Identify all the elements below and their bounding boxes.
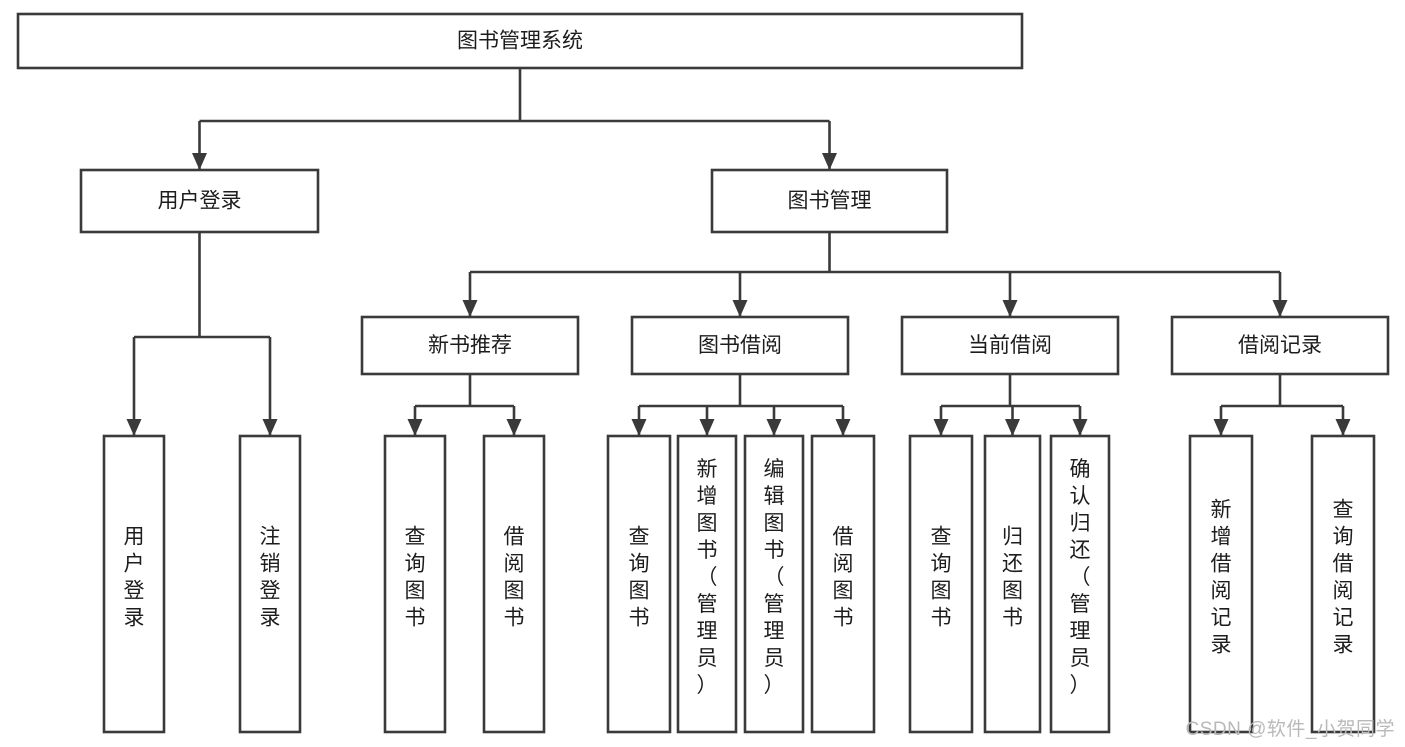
node-box [743,434,805,734]
node-leaf-new-book-1[interactable]: 借阅图书 [482,434,546,734]
arrow-head-icon [407,419,423,436]
node-label: 查询图书 [405,526,426,630]
arrow-head-icon [822,153,837,170]
arrow-head-icon [262,419,278,436]
node-box [360,315,580,376]
node-label: 图书管理系统 [457,30,583,53]
node-leaf-borrow-3[interactable]: 借阅图书 [810,434,876,734]
node-label: 查询图书 [931,526,952,630]
node-label: 借阅图书 [833,526,854,630]
watermark-text: CSDN @软件_小贺同学 [1185,719,1395,740]
node-layer: 图书管理系统用户登录图书管理新书推荐图书借阅当前借阅借阅记录用户登录注销登录查询… [16,12,1390,734]
node-leaf-current-1[interactable]: 归还图书 [983,434,1042,734]
node-box [16,12,1024,70]
node-level3-2[interactable]: 当前借阅 [900,315,1120,376]
arrow-head-icon [1005,419,1020,436]
arrow-head-icon [933,419,949,436]
node-label: 查询图书 [629,526,650,630]
arrow-head-icon [126,419,142,436]
arrow-head-icon [1072,419,1088,436]
node-level3-1[interactable]: 图书借阅 [630,315,850,376]
connector-layer [126,68,1351,436]
node-box [482,434,546,734]
node-box [1188,434,1254,734]
arrow-head-icon [506,419,522,436]
node-label: 图书借阅 [698,334,782,357]
node-level3-3[interactable]: 借阅记录 [1170,315,1390,376]
arrow-head-icon [835,419,851,436]
node-box [79,168,320,234]
node-label: 新增图书（管理员） [697,458,718,697]
node-leaf-current-0[interactable]: 查询图书 [908,434,974,734]
node-root-book-management-system[interactable]: 图书管理系统 [16,12,1024,70]
node-label: 用户登录 [158,190,242,213]
node-label: 确认归还（管理员） [1070,458,1091,697]
arrow-head-icon [766,419,782,436]
node-box [606,434,672,734]
node-box [238,434,302,734]
node-label: 查询借阅记录 [1333,499,1354,657]
node-box [900,315,1120,376]
arrow-head-icon [1213,419,1229,436]
arrow-head-icon [732,300,748,317]
node-label: 新增借阅记录 [1211,499,1232,657]
node-level3-0[interactable]: 新书推荐 [360,315,580,376]
node-box [1310,434,1376,734]
node-box [1049,434,1111,734]
node-leaf-new-book-0[interactable]: 查询图书 [383,434,447,734]
node-box [630,315,850,376]
arrow-head-icon [631,419,647,436]
node-box [908,434,974,734]
arrow-head-icon [462,300,478,317]
node-box [810,434,876,734]
node-label: 当前借阅 [968,334,1052,357]
arrow-head-icon [192,153,207,170]
node-label: 新书推荐 [428,334,512,357]
node-leaf-user-login-1[interactable]: 注销登录 [238,434,302,734]
node-box [383,434,447,734]
node-label: 编辑图书（管理员） [764,458,785,697]
arrow-head-icon [1335,419,1351,436]
node-label: 注销登录 [260,526,281,630]
node-leaf-user-login-0[interactable]: 用户登录 [102,434,166,734]
node-leaf-record-0[interactable]: 新增借阅记录 [1188,434,1254,734]
node-box [983,434,1042,734]
node-leaf-borrow-0[interactable]: 查询图书 [606,434,672,734]
node-label: 图书管理 [788,190,872,213]
node-box [1170,315,1390,376]
node-level2-1[interactable]: 图书管理 [710,168,949,234]
arrow-head-icon [1002,300,1018,317]
node-level2-0[interactable]: 用户登录 [79,168,320,234]
node-leaf-borrow-1[interactable]: 新增图书（管理员） [676,434,738,734]
node-label: 归还图书 [1002,526,1023,630]
arrow-head-icon [1272,300,1288,317]
node-leaf-borrow-2[interactable]: 编辑图书（管理员） [743,434,805,734]
arrow-head-icon [699,419,715,436]
node-box [676,434,738,734]
node-leaf-record-1[interactable]: 查询借阅记录 [1310,434,1376,734]
node-leaf-current-2[interactable]: 确认归还（管理员） [1049,434,1111,734]
node-label: 借阅图书 [504,526,525,630]
node-label: 用户登录 [124,526,145,630]
node-label: 借阅记录 [1238,334,1322,357]
node-box [710,168,949,234]
node-box [102,434,166,734]
